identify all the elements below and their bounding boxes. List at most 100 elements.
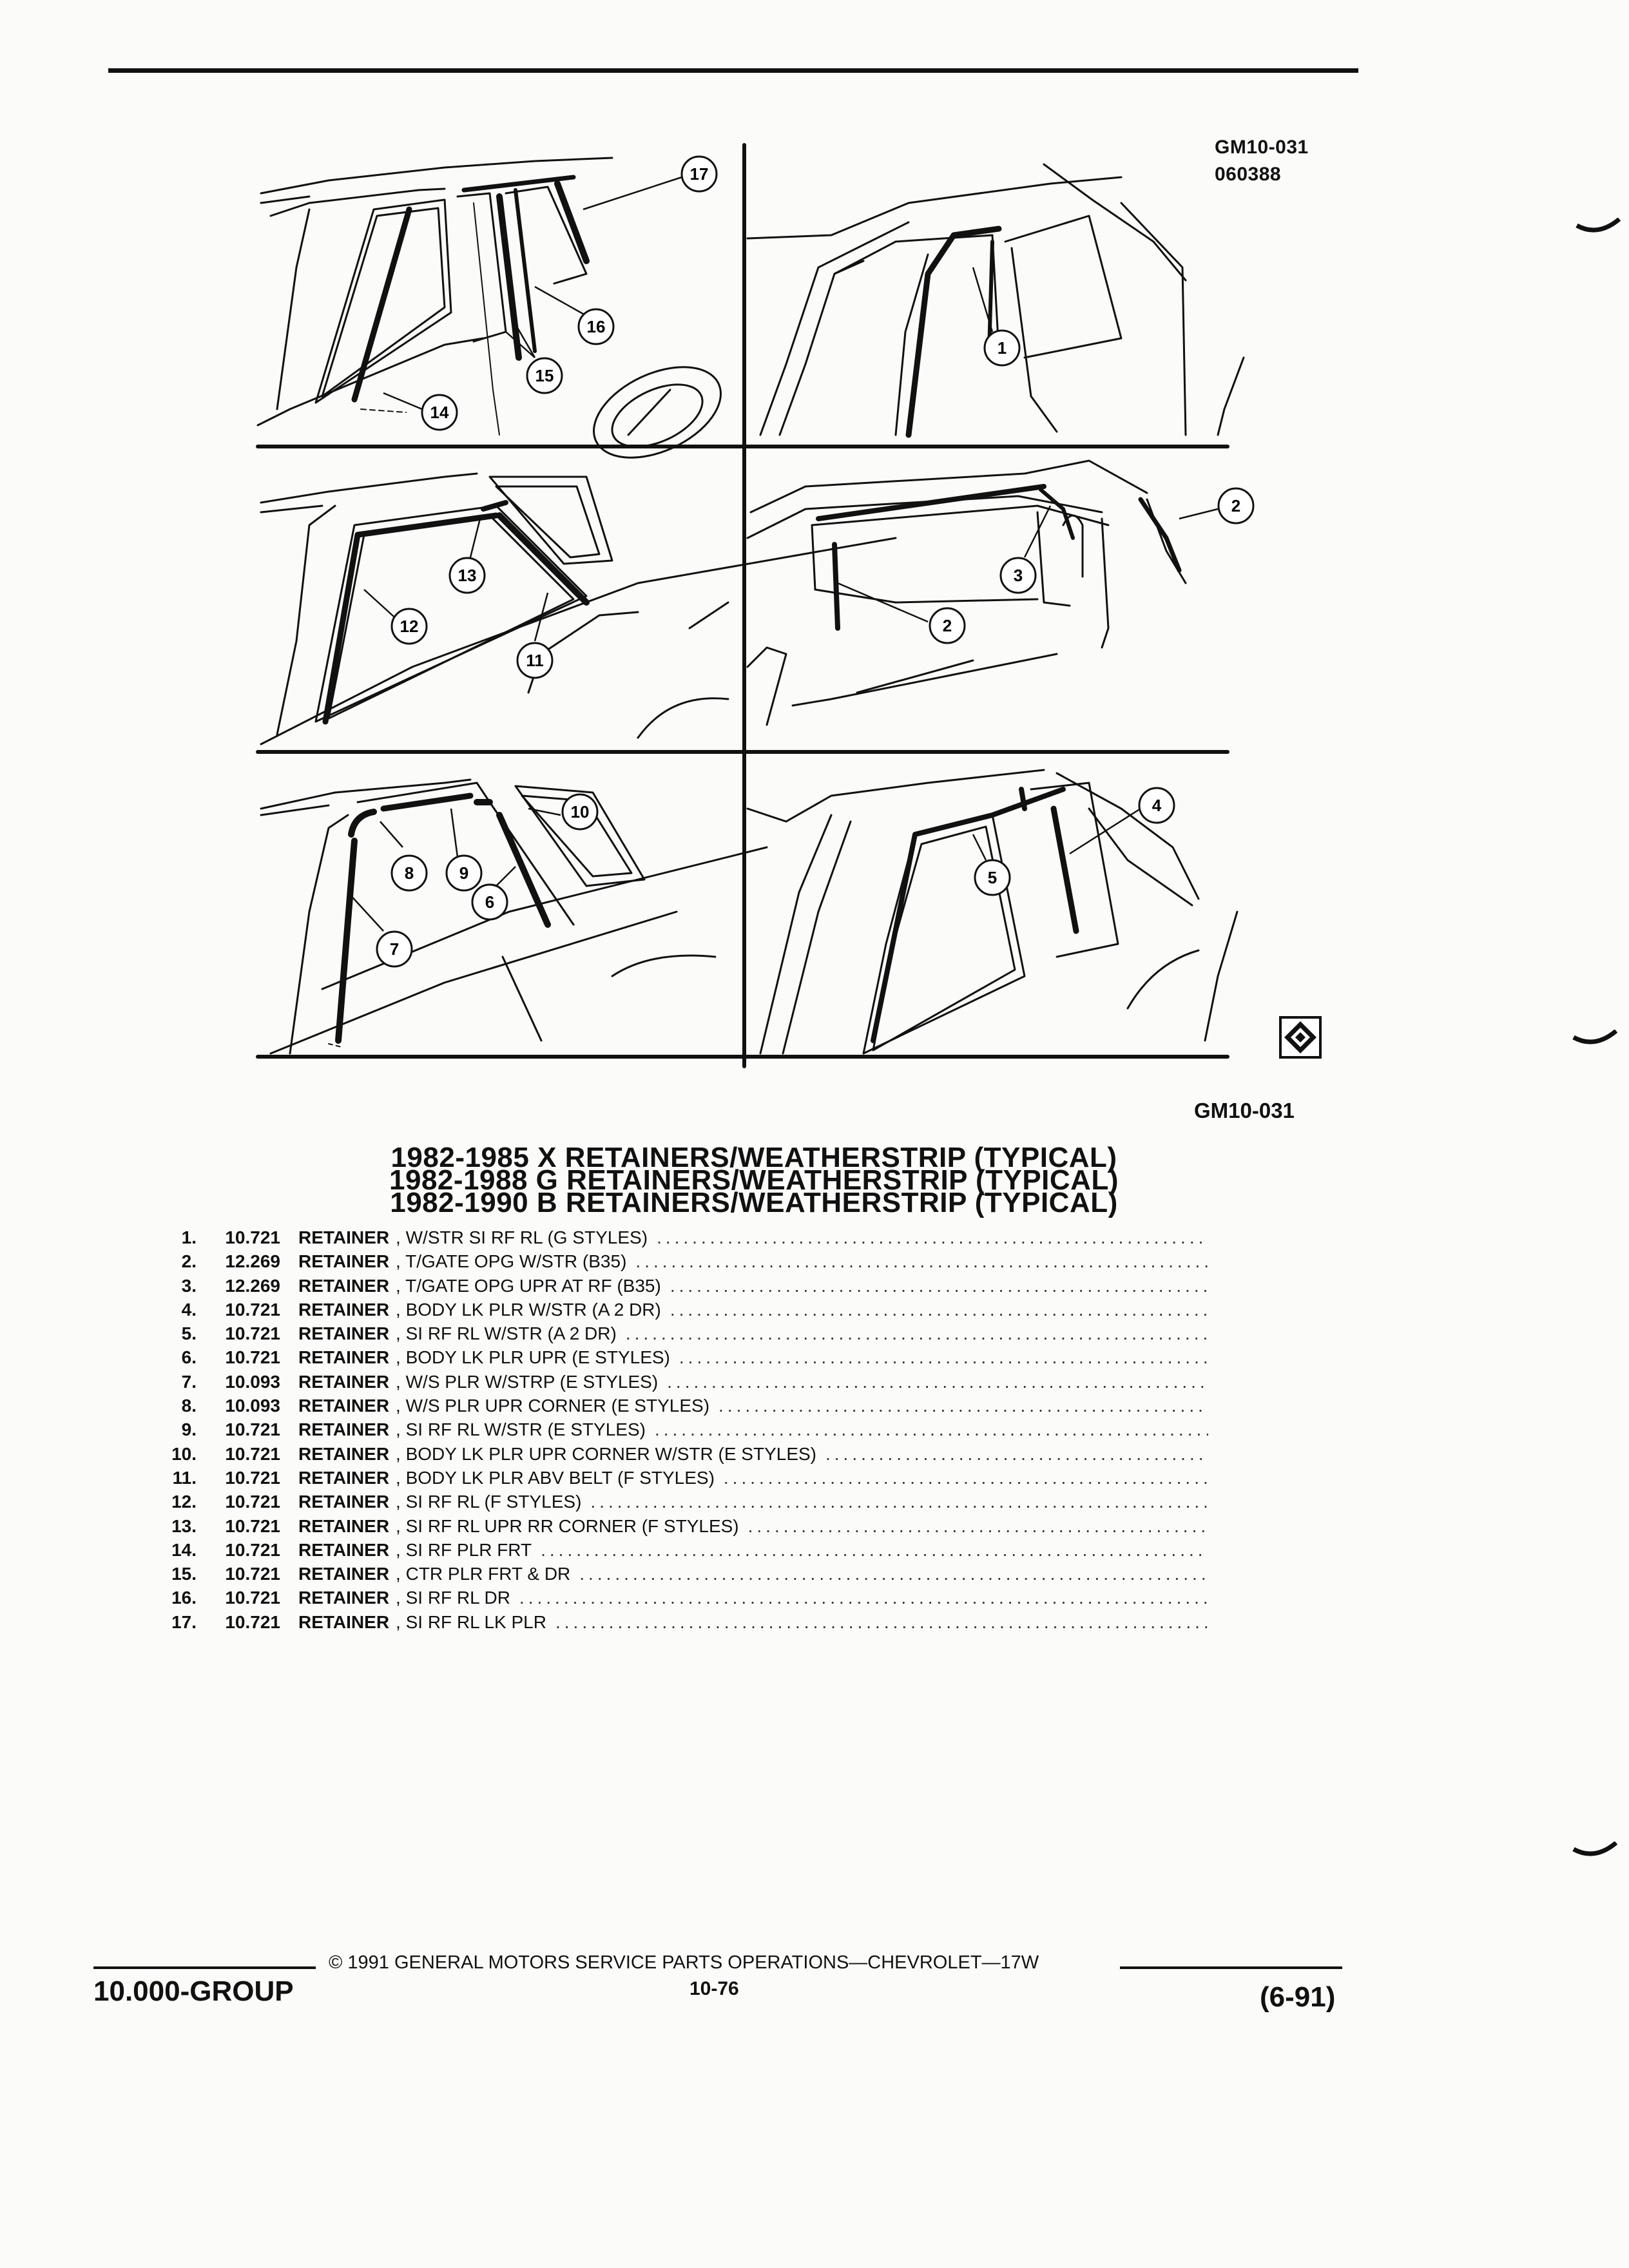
part-name: RETAINER: [298, 1251, 390, 1272]
panel-top-right: [746, 163, 1245, 438]
page-date: (6-91): [1260, 1981, 1336, 2013]
part-group: 12.269: [225, 1251, 280, 1272]
leader-dots: ........................................…: [679, 1347, 1208, 1368]
leader-dots: ........................................…: [654, 1419, 1208, 1440]
callout-1: 1: [983, 329, 1021, 367]
part-name: RETAINER: [298, 1396, 390, 1416]
leader-dots: ........................................…: [555, 1611, 1208, 1632]
callout-12: 12: [390, 608, 428, 645]
group-label: 10.000-GROUP: [93, 1975, 294, 2007]
part-description: , BODY LK PLR ABV BELT (F STYLES): [396, 1467, 715, 1488]
part-number: 15.: [171, 1564, 197, 1584]
callout-2-right: 2: [1217, 487, 1255, 524]
svg-text:10: 10: [571, 802, 590, 822]
part-description: , SI RF RL LK PLR: [396, 1611, 546, 1632]
part-description: , W/STR SI RF RL (G STYLES): [396, 1227, 648, 1247]
svg-text:11: 11: [526, 651, 544, 670]
part-number: 14.: [171, 1539, 197, 1560]
title-line-2: 1982-1988 G RETAINERS/WEATHERSTRIP (TYPI…: [389, 1164, 1119, 1196]
part-group: 10.721: [225, 1323, 280, 1344]
part-name: RETAINER: [298, 1539, 390, 1560]
part-group: 10.721: [225, 1492, 280, 1512]
part-group: 10.721: [225, 1443, 280, 1464]
svg-text:17: 17: [690, 164, 709, 184]
panel-bottom-left: [260, 778, 768, 1055]
leader-dots: ........................................…: [590, 1492, 1208, 1512]
part-description: , BODY LK PLR UPR (E STYLES): [396, 1347, 670, 1368]
part-name: RETAINER: [298, 1611, 390, 1632]
part-description: , W/S PLR UPR CORNER (E STYLES): [396, 1396, 710, 1416]
callout-7: 7: [376, 930, 413, 968]
part-group: 10.721: [225, 1539, 280, 1560]
part-number: 2.: [181, 1251, 197, 1272]
part-number: 12.: [171, 1492, 197, 1512]
part-name: RETAINER: [298, 1419, 390, 1440]
part-group: 10.721: [225, 1515, 280, 1536]
figure-code: GM10-031: [1194, 1099, 1295, 1122]
part-number: 7.: [181, 1371, 197, 1392]
leader-dots: ........................................…: [579, 1564, 1208, 1584]
table-row: 13. 10.721 RETAINER , SI RF RL UPR RR CORNE…: [158, 1516, 1208, 1540]
svg-text:5: 5: [988, 868, 997, 887]
part-description: , SI RF RL UPR RR CORNER (F STYLES): [396, 1515, 739, 1536]
callout-17: 17: [680, 155, 718, 193]
part-name: RETAINER: [298, 1492, 390, 1512]
part-number: 6.: [181, 1347, 197, 1368]
svg-text:1: 1: [998, 338, 1007, 358]
copyright-line: © 1991 GENERAL MOTORS SERVICE PARTS OPER…: [329, 1952, 1039, 1973]
part-group: 10.721: [225, 1347, 280, 1368]
callout-13: 13: [448, 557, 486, 594]
part-number: 8.: [181, 1396, 197, 1416]
panel-top-left: [256, 157, 722, 459]
part-description: , T/GATE OPG UPR AT RF (B35): [396, 1275, 661, 1296]
part-number: 17.: [171, 1611, 197, 1632]
leader-dots: ........................................…: [541, 1539, 1208, 1560]
leader-dots: ........................................…: [657, 1227, 1208, 1247]
title-line-3: 1982-1990 B RETAINERS/WEATHERSTRIP (TYPI…: [390, 1187, 1118, 1218]
leader-dots: ........................................…: [670, 1299, 1208, 1320]
part-name: RETAINER: [298, 1515, 390, 1536]
part-name: RETAINER: [298, 1299, 390, 1320]
part-name: RETAINER: [298, 1323, 390, 1344]
svg-text:4: 4: [1152, 796, 1162, 815]
part-number: 13.: [171, 1515, 197, 1536]
part-name: RETAINER: [298, 1467, 390, 1488]
part-number: 3.: [181, 1275, 197, 1296]
page-number: 10-76: [689, 1978, 739, 1999]
part-description: , SI RF RL DR: [396, 1588, 510, 1608]
part-name: RETAINER: [298, 1347, 390, 1368]
callout-14: 14: [421, 394, 458, 431]
part-name: RETAINER: [298, 1371, 390, 1392]
retainer-illustration: 17 16 15 14 1 2 3 2 13 12 11 4 5 10 9 8 …: [256, 143, 1255, 1068]
callout-4: 4: [1138, 787, 1175, 824]
binder-hole-mark: [1572, 1030, 1617, 1044]
part-group: 10.721: [225, 1611, 280, 1632]
svg-text:12: 12: [400, 617, 419, 636]
part-description: , CTR PLR FRT & DR: [396, 1564, 571, 1584]
part-group: 10.721: [225, 1299, 280, 1320]
gm-parts-diamond-icon: [1279, 1016, 1322, 1059]
illustration-date-code: 060388: [1215, 164, 1282, 185]
callout-3: 3: [999, 557, 1037, 594]
binder-hole-mark: [1572, 1841, 1617, 1856]
part-group: 10.721: [225, 1588, 280, 1608]
binder-hole-mark: [1576, 218, 1621, 233]
illustration-code: GM10-031: [1215, 137, 1309, 158]
leader-dots: ........................................…: [635, 1251, 1208, 1272]
part-name: RETAINER: [298, 1227, 390, 1247]
part-description: , BODY LK PLR W/STR (A 2 DR): [396, 1299, 661, 1320]
part-description: , SI RF RL W/STR (A 2 DR): [396, 1323, 617, 1344]
part-name: RETAINER: [298, 1443, 390, 1464]
part-number: 16.: [171, 1588, 197, 1608]
leader-dots: ........................................…: [670, 1275, 1208, 1296]
panel-bottom-right: [746, 769, 1239, 1055]
svg-text:14: 14: [430, 403, 449, 422]
part-number: 9.: [181, 1419, 197, 1440]
part-number: 10.: [171, 1443, 197, 1464]
top-rule: [108, 68, 1358, 73]
